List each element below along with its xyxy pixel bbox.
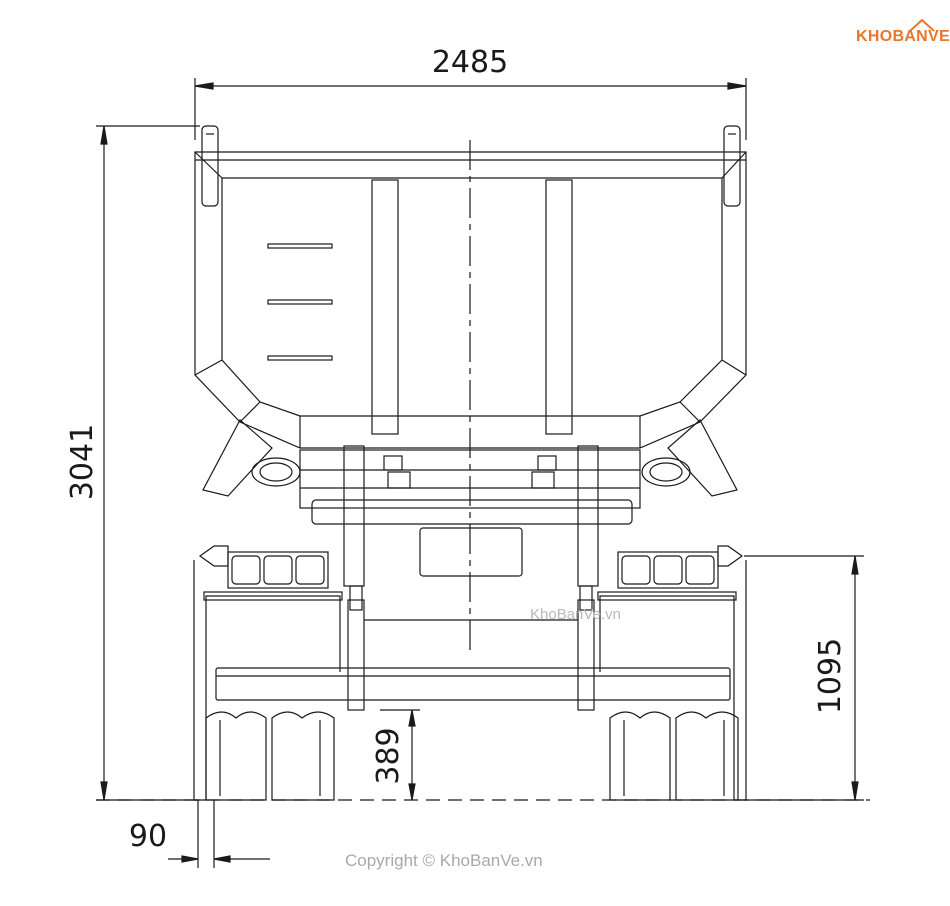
house-roof-icon xyxy=(909,18,935,32)
dimension-overall-height xyxy=(96,125,200,801)
brand-logo: KHOBANVE xyxy=(856,18,950,52)
mudguard-left xyxy=(193,560,343,801)
dimension-overall-width-label: 2485 xyxy=(432,45,508,80)
copyright-text: Copyright © KhoBanVe.vn xyxy=(345,851,543,870)
dimension-ground-clearance-label: 389 xyxy=(371,727,406,784)
dimension-side-offset-label: 90 xyxy=(129,819,167,854)
wheels-right xyxy=(609,711,739,801)
number-plate xyxy=(419,527,523,577)
watermark-text: KhoBanVe.vn xyxy=(530,606,621,623)
dimension-overall-width xyxy=(194,78,747,140)
tail-light-cluster-right xyxy=(617,545,744,589)
brand-logo-text: KHOBANVE xyxy=(856,28,950,45)
chassis-frame xyxy=(299,445,641,711)
wheels-left xyxy=(205,711,335,801)
dimension-light-height-label: 1095 xyxy=(813,638,848,714)
mudguard-right xyxy=(597,560,747,801)
dimension-side-offset xyxy=(168,800,270,868)
tail-light-cluster-left xyxy=(198,545,329,589)
rear-reflector-right xyxy=(641,457,691,487)
dump-body xyxy=(194,125,747,497)
rear-reflector-left xyxy=(251,457,301,487)
dimension-overall-height-label: 3041 xyxy=(65,424,100,500)
rear-bumper xyxy=(215,667,731,701)
dimension-light-height xyxy=(744,555,864,801)
dimension-ground-clearance xyxy=(380,709,420,801)
